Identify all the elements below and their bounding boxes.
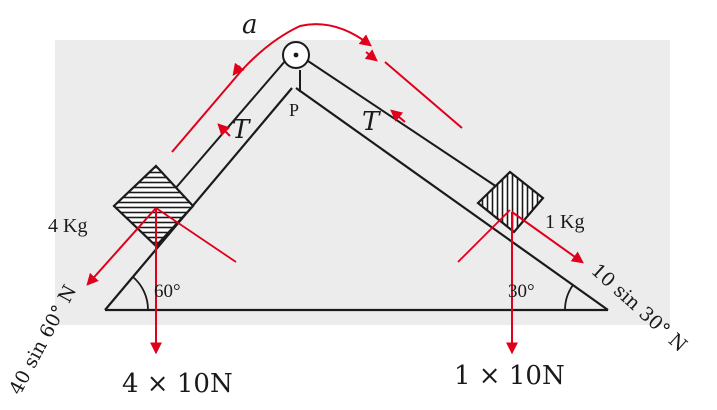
mass-label-left: 4 Kg bbox=[48, 215, 87, 237]
angle-label-left: 60° bbox=[154, 281, 181, 302]
reference-lines bbox=[155, 207, 511, 263]
accel-arrow-right-head bbox=[364, 49, 378, 62]
accel-arrow-left-head bbox=[232, 62, 245, 76]
tension-arrow-right bbox=[390, 109, 406, 123]
component-arrow-left bbox=[86, 207, 157, 286]
left-incline bbox=[104, 87, 293, 311]
weight-label-right: 1 × 10N bbox=[454, 361, 565, 391]
weight-label-left: 4 × 10N bbox=[122, 369, 233, 399]
string-right bbox=[301, 56, 513, 198]
tension-arrow-left bbox=[217, 123, 231, 137]
accel-arrow-top bbox=[171, 23, 372, 153]
string bbox=[173, 52, 513, 198]
component-label-left: 40 sin 60° N bbox=[5, 281, 81, 398]
component-arrow-right bbox=[511, 211, 584, 264]
right-incline bbox=[295, 87, 609, 311]
accel-arrow-right-segment bbox=[384, 61, 463, 129]
angle-arc-right bbox=[564, 284, 574, 311]
normal-line-left bbox=[155, 207, 237, 263]
angle-label-right: 30° bbox=[508, 281, 535, 302]
tension-label-left: T bbox=[232, 115, 251, 145]
angle-arc-left bbox=[132, 276, 149, 311]
string-left bbox=[173, 52, 293, 191]
tension-label-right: T bbox=[362, 107, 381, 137]
pulley-axle bbox=[293, 52, 299, 58]
incline-triangle bbox=[104, 87, 609, 312]
pulley bbox=[282, 41, 310, 69]
acceleration-label: a bbox=[242, 10, 258, 40]
block-right bbox=[476, 170, 545, 234]
mass-label-right: 1 Kg bbox=[545, 211, 584, 233]
normal-line-right bbox=[457, 209, 511, 263]
pulley-label: P bbox=[289, 100, 299, 120]
acceleration-path bbox=[171, 23, 463, 153]
